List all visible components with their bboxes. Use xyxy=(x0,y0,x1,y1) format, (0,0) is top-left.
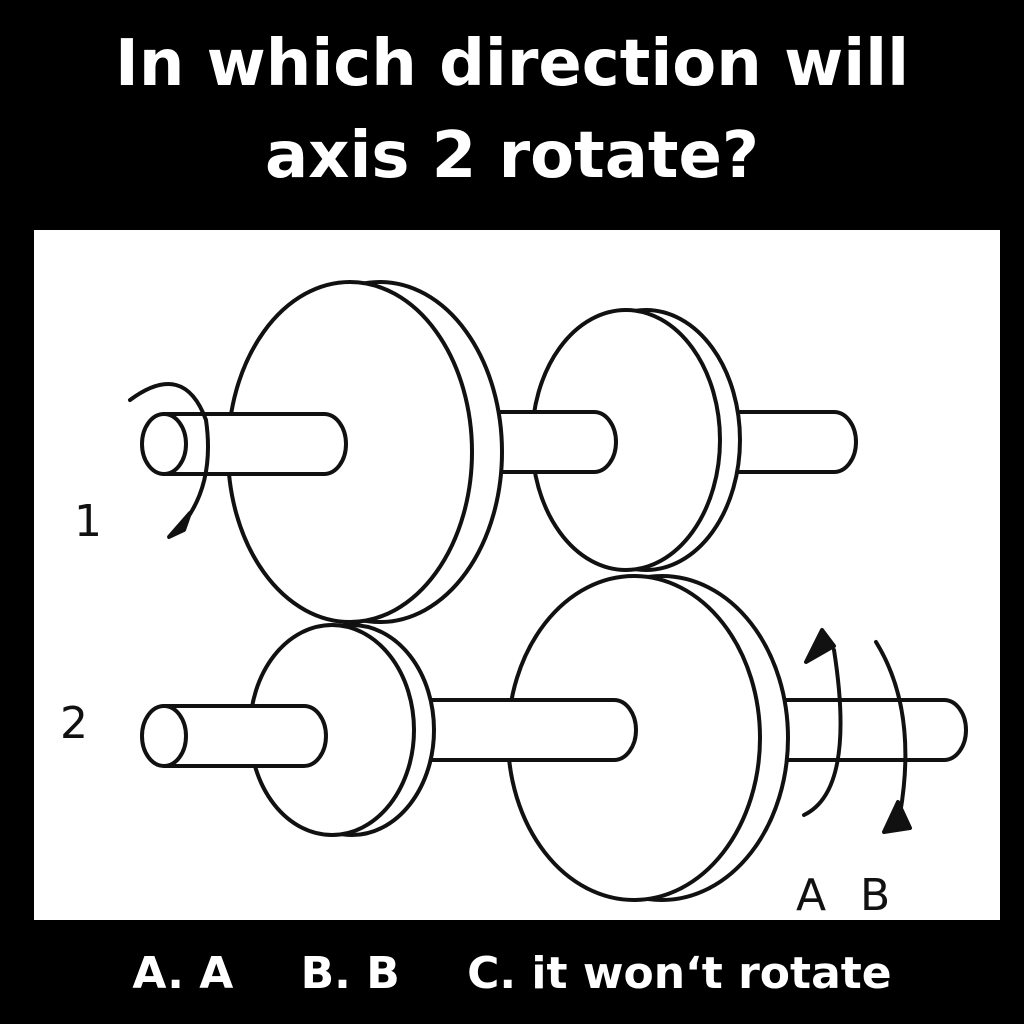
arrow-b-label: B xyxy=(860,870,890,920)
axis-2-label: 2 xyxy=(60,698,88,749)
axis-2-shaft-middle xyxy=(392,698,638,762)
axis-1-label: 1 xyxy=(74,496,102,547)
axis-1-shaft-middle xyxy=(472,410,618,474)
axis-1-large-disk xyxy=(226,280,504,624)
diagram-panel: 1 2 A B xyxy=(34,230,1000,920)
axis-1-small-disk xyxy=(530,308,742,572)
option-a[interactable]: A. A xyxy=(132,948,234,999)
axis-1-rotation-arrow xyxy=(128,382,210,539)
arrow-b xyxy=(874,640,912,834)
question-line-2: axis 2 rotate? xyxy=(264,119,760,193)
axis-2 xyxy=(140,574,968,902)
question-title: In which direction will axis 2 rotate? xyxy=(0,18,1024,202)
axis-2-shaft-left xyxy=(140,704,328,768)
arrow-a-label: A xyxy=(796,870,826,920)
answer-options: A. A B. B C. it won‘t rotate xyxy=(0,942,1024,1006)
axis-2-small-disk xyxy=(248,623,436,837)
question-line-1: In which direction will xyxy=(115,27,909,101)
option-c[interactable]: C. it won‘t rotate xyxy=(467,948,892,999)
arrow-a xyxy=(802,628,843,817)
option-b[interactable]: B. B xyxy=(300,948,400,999)
axis-1-shaft-right xyxy=(732,410,858,474)
axis-2-shaft-right xyxy=(732,698,968,762)
axis-1 xyxy=(140,280,858,624)
gear-axes-diagram: 1 2 A B xyxy=(60,280,968,920)
axis-1-shaft-left xyxy=(140,412,348,476)
